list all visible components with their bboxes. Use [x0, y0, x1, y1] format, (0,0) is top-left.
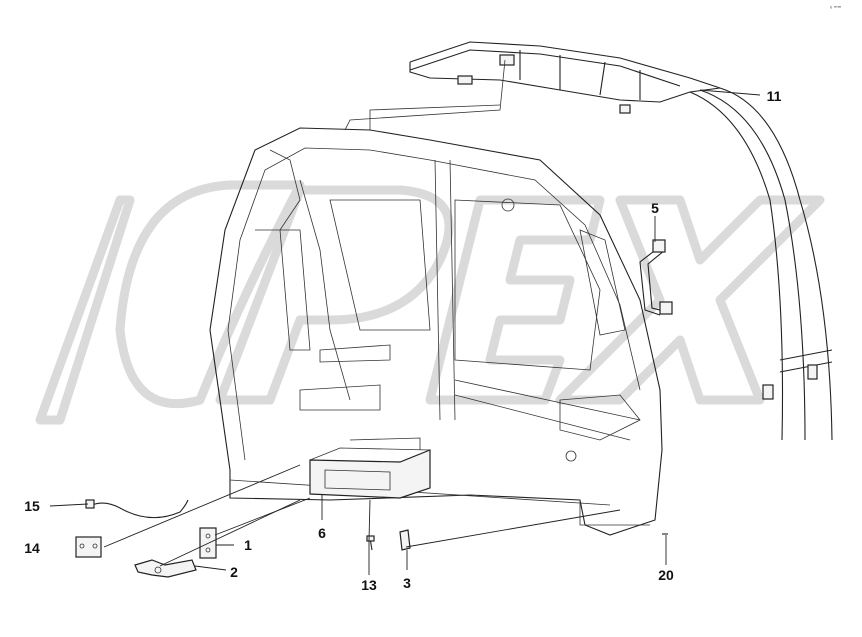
- callout-5: 5: [651, 200, 659, 216]
- callout-13: 13: [361, 577, 377, 593]
- callout-6: 6: [318, 525, 326, 541]
- hinge-bracket: [75, 536, 102, 558]
- callout-11: 11: [767, 88, 782, 104]
- cab-body: [209, 59, 663, 536]
- grab-handle: [639, 239, 673, 316]
- watermark: [35, 180, 825, 425]
- callout-1: 1: [244, 537, 252, 553]
- storage-box: [309, 437, 431, 499]
- callout-20: 20: [658, 567, 674, 583]
- callout-2: 2: [230, 564, 238, 580]
- roof-frame: [409, 41, 833, 441]
- leader-lines: [49, 89, 761, 575]
- cable: [85, 499, 189, 519]
- lever-handle: [134, 559, 197, 578]
- callout-3: 3: [403, 575, 411, 591]
- callout-14: 14: [24, 540, 40, 556]
- screw: [366, 535, 375, 551]
- callouts: 1 2 3 5 6 11 13 14 15 20: [24, 88, 781, 593]
- callout-15: 15: [24, 498, 40, 514]
- corner-mark: ₑ ₘₘ: [830, 4, 842, 10]
- small-clip: [399, 529, 411, 551]
